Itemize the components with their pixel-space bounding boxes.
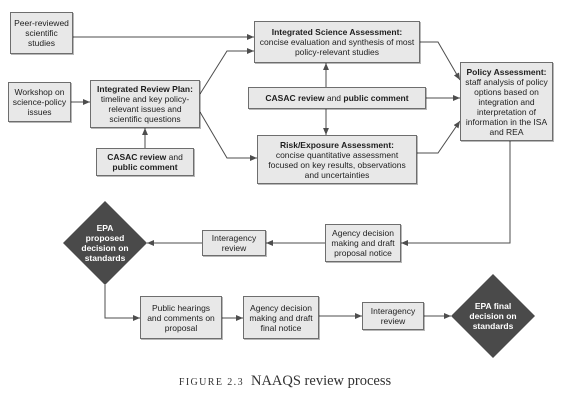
agency-decision-final-label: Agency decision making and draft final n… bbox=[249, 302, 313, 333]
casac-review-label: CASAC review bbox=[265, 93, 325, 103]
arrow-review-plan-to-isa bbox=[199, 48, 254, 95]
arrow-policy-to-agency-proposal bbox=[401, 141, 511, 246]
integrated-review-plan-description: timeline and key policy-relevant issues … bbox=[100, 94, 190, 124]
figure-caption: FIGURE 2.3 NAAQS review process bbox=[0, 371, 570, 393]
agency-decision-proposal-box: Agency decision making and draft proposa… bbox=[325, 224, 401, 262]
public-hearings-label: Public hearings and comments on proposal bbox=[147, 302, 215, 333]
rea-title: Risk/Exposure Assessment: bbox=[279, 139, 394, 150]
arrow-review-plan-to-risk bbox=[199, 111, 257, 161]
policy-assessment-box: Policy Assessment: staff analysis of pol… bbox=[460, 62, 553, 141]
isa-title: Integrated Science Assessment: bbox=[271, 27, 403, 37]
interagency-review-final-label: Interagency review bbox=[370, 306, 416, 326]
figure-title: NAAQS review process bbox=[250, 373, 392, 389]
agency-decision-proposal-label: Agency decision making and draft proposa… bbox=[331, 228, 395, 258]
integrated-science-assessment-box: Integrated Science Assessment: concise e… bbox=[254, 21, 420, 63]
casac-connector-label: and bbox=[168, 152, 183, 162]
rea-description: concise quantitative assessment focused … bbox=[268, 149, 406, 180]
risk-exposure-assessment-box: Risk/Exposure Assessment: concise quanti… bbox=[257, 135, 417, 184]
epa-final-decision-label: EPA final decision on standards bbox=[469, 301, 517, 331]
epa-proposed-decision-label: EPA proposed decision on standards bbox=[81, 223, 129, 263]
peer-reviewed-studies-label: Peer-reviewed scientific studies bbox=[14, 18, 69, 48]
integrated-review-plan-title: Integrated Review Plan: bbox=[97, 84, 193, 94]
casac-review-label: CASAC review bbox=[107, 152, 167, 162]
arrow-risk-to-policy bbox=[417, 120, 461, 154]
integrated-review-plan-box: Integrated Review Plan: timeline and key… bbox=[90, 80, 200, 128]
casac-review-plan-box: CASAC review and public comment bbox=[96, 148, 194, 176]
isa-description: concise evaluation and synthesis of most… bbox=[259, 37, 415, 57]
casac-connector-label: and bbox=[326, 93, 342, 103]
public-comment-label: public comment bbox=[343, 93, 409, 103]
workshop-label: Workshop on science-policy issues bbox=[12, 87, 67, 117]
figure-label: FIGURE 2.3 bbox=[178, 377, 244, 388]
policy-assessment-title: Policy Assessment: bbox=[466, 66, 547, 77]
agency-decision-final-box: Agency decision making and draft final n… bbox=[243, 296, 319, 339]
arrow-epa-proposed-to-hearings bbox=[104, 285, 140, 321]
casac-review-assessments-box: CASAC review and public comment bbox=[248, 87, 426, 109]
interagency-review-final-box: Interagency review bbox=[362, 302, 424, 330]
arrow-isa-to-policy bbox=[420, 41, 461, 81]
public-hearings-box: Public hearings and comments on proposal bbox=[140, 296, 222, 339]
interagency-review-proposal-label: Interagency review bbox=[211, 233, 257, 253]
workshop-box: Workshop on science-policy issues bbox=[8, 82, 71, 122]
peer-reviewed-studies-box: Peer-reviewed scientific studies bbox=[10, 12, 73, 54]
policy-assessment-description: staff analysis of policy options based o… bbox=[465, 76, 548, 137]
interagency-review-proposal-box: Interagency review bbox=[202, 230, 266, 256]
public-comment-label: public comment bbox=[112, 162, 178, 172]
